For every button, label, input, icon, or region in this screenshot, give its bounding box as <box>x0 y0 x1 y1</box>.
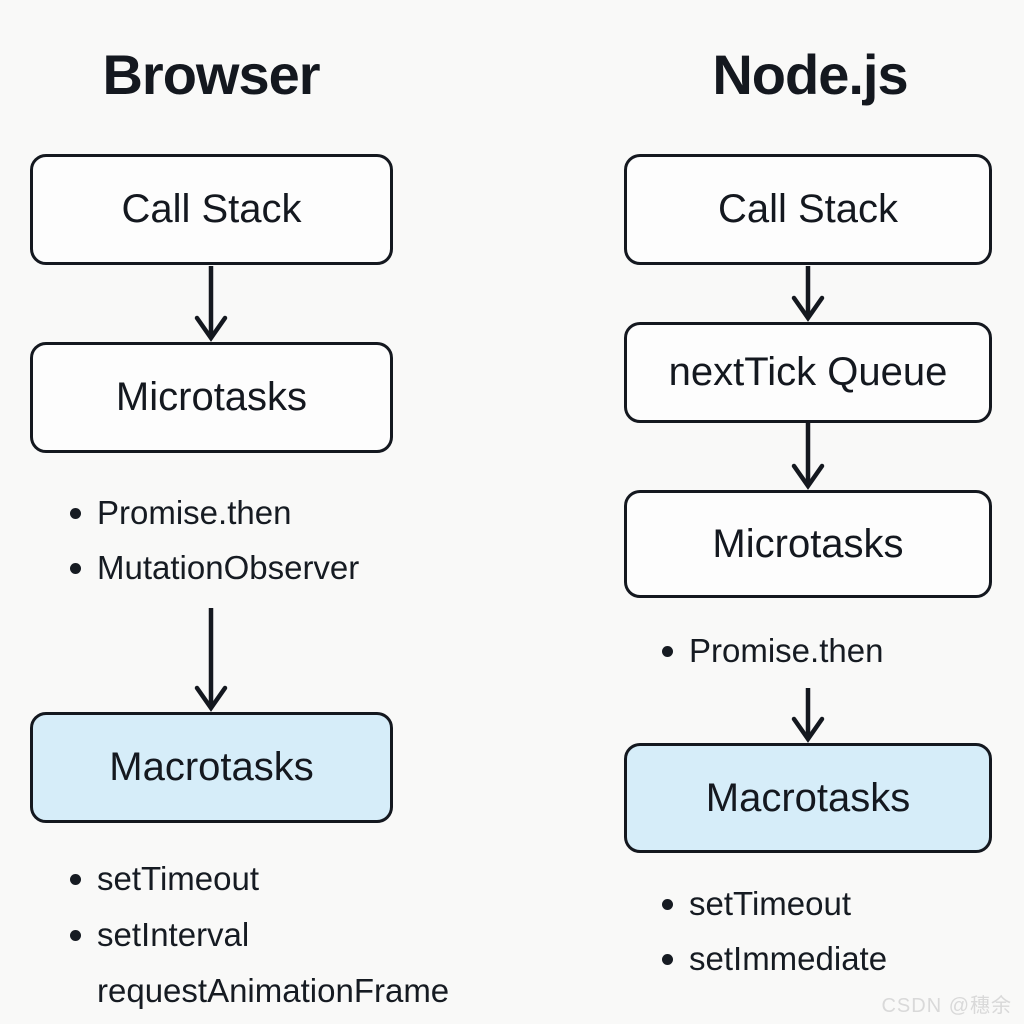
browser-column-title: Browser <box>102 43 320 106</box>
nodejs-macrotasks-box: Macrotasks <box>624 743 992 853</box>
list-item: Promise.then <box>662 632 883 670</box>
browser-macrotasks-label: Macrotasks <box>109 745 314 789</box>
nodejs-column-title: Node.js <box>712 43 908 106</box>
nodejs-nexttick-queue-label: nextTick Queue <box>668 350 948 394</box>
nodejs-call-stack-label: Call Stack <box>717 187 899 231</box>
list-item: setInterval <box>70 916 249 954</box>
arrow-down-icon <box>788 685 828 748</box>
list-item: setTimeout <box>70 860 259 898</box>
bullet-label: setImmediate <box>689 940 888 977</box>
arrow-down-icon <box>788 420 828 495</box>
bullet-label: requestAnimationFrame <box>97 972 450 1009</box>
browser-call-stack-label: Call Stack <box>121 187 302 231</box>
list-item: requestAnimationFrame <box>70 972 449 1010</box>
bullet-dot-icon <box>662 953 673 965</box>
bullet-dot-icon <box>662 645 673 657</box>
bullet-dot-icon <box>662 898 673 910</box>
nodejs-call-stack-box: Call Stack <box>624 154 992 265</box>
browser-microtasks-box: Microtasks <box>30 342 393 453</box>
bullet-label: setInterval <box>97 916 250 953</box>
nodejs-nexttick-queue-box: nextTick Queue <box>624 322 992 423</box>
browser-macrotasks-box: Macrotasks <box>30 712 393 823</box>
csdn-watermark: CSDN @穗余 <box>881 995 1012 1017</box>
arrow-down-icon <box>788 263 828 327</box>
list-item: MutationObserver <box>70 549 359 587</box>
bullet-label: Promise.then <box>97 494 292 531</box>
nodejs-macrotasks-label: Macrotasks <box>705 775 911 820</box>
arrow-down-icon <box>191 263 231 347</box>
arrow-down-icon <box>191 605 231 717</box>
list-item: setTimeout <box>662 885 851 923</box>
browser-microtasks-label: Microtasks <box>115 375 308 419</box>
nodejs-microtasks-box: Microtasks <box>624 490 992 598</box>
bullet-dot-icon <box>70 873 81 885</box>
bullet-label: setTimeout <box>689 885 852 922</box>
bullet-label: Promise.then <box>689 632 884 669</box>
list-item: setImmediate <box>662 940 887 978</box>
bullet-dot-icon <box>70 929 81 941</box>
browser-call-stack-box: Call Stack <box>30 154 393 265</box>
bullet-label: MutationObserver <box>97 549 360 586</box>
list-item: Promise.then <box>70 494 291 532</box>
bullet-dot-icon <box>70 562 81 574</box>
bullet-dot-icon <box>70 507 81 519</box>
nodejs-microtasks-label: Microtasks <box>712 521 904 566</box>
bullet-label: setTimeout <box>97 860 260 897</box>
